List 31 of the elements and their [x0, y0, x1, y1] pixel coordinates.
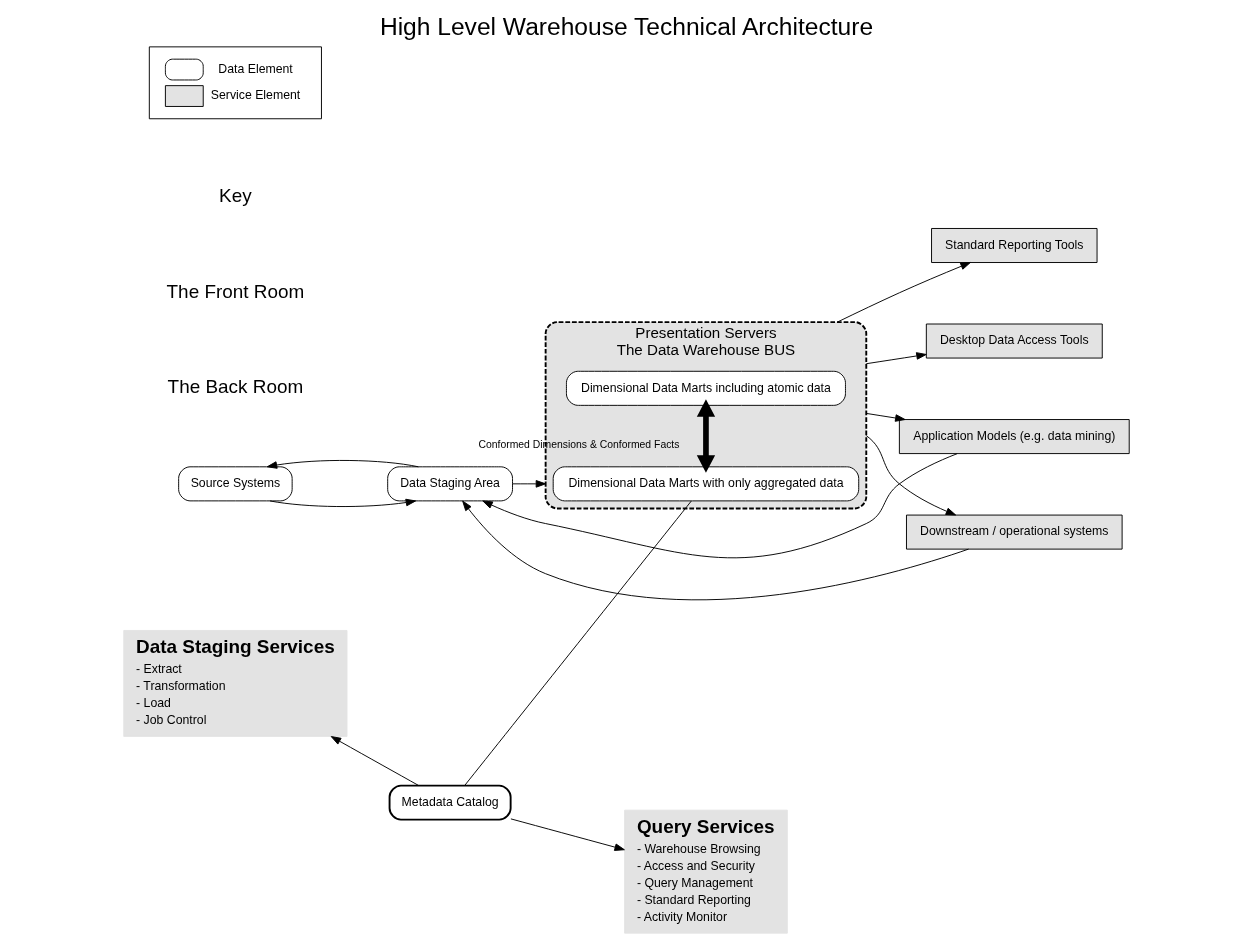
- node-box: Data Staging Services - Extract - Transformation - Load - Job Control: [123, 630, 348, 737]
- node-box: Downstream / operational systems: [906, 514, 1123, 550]
- arrow: [865, 352, 927, 365]
- arrow: [865, 435, 957, 516]
- legend-label: Service Element: [210, 88, 301, 103]
- label: The Back Room: [167, 376, 304, 398]
- arrow: [512, 480, 547, 488]
- arrow: [462, 500, 969, 601]
- node-box: Metadata Catalog: [388, 784, 512, 821]
- node-box: Source Systems: [178, 466, 293, 502]
- node-box: Query Services - Warehouse Browsing - Access and Security - Query Management - Standard Reporting - Activity Monitor: [624, 809, 788, 934]
- arrow: [482, 453, 958, 559]
- arrow: [865, 412, 906, 422]
- node-box: Desktop Data Access Tools: [925, 323, 1103, 359]
- label: Key: [219, 184, 252, 206]
- label: The Front Room: [166, 280, 305, 302]
- diagram-title: High Level Warehouse Technical Architecture: [379, 13, 874, 41]
- node-box: Data Staging Area: [387, 466, 513, 502]
- edge-label: Conformed Dimensions & Conformed Facts: [478, 438, 680, 450]
- arrow: [510, 818, 625, 851]
- arrow: [266, 460, 419, 469]
- legend-label: Data Element: [218, 61, 293, 76]
- node-box: Dimensional Data Marts with only aggregated data: [552, 466, 860, 502]
- arrow: [330, 736, 420, 786]
- arrow: [836, 262, 971, 323]
- arrow: [269, 498, 417, 507]
- node-box: Dimensional Data Marts including atomic data: [565, 370, 846, 406]
- connector: [464, 500, 692, 786]
- node-box: Standard Reporting Tools: [931, 228, 1098, 263]
- node-box: Application Models (e.g. data mining): [898, 419, 1130, 455]
- arrow: [696, 399, 716, 473]
